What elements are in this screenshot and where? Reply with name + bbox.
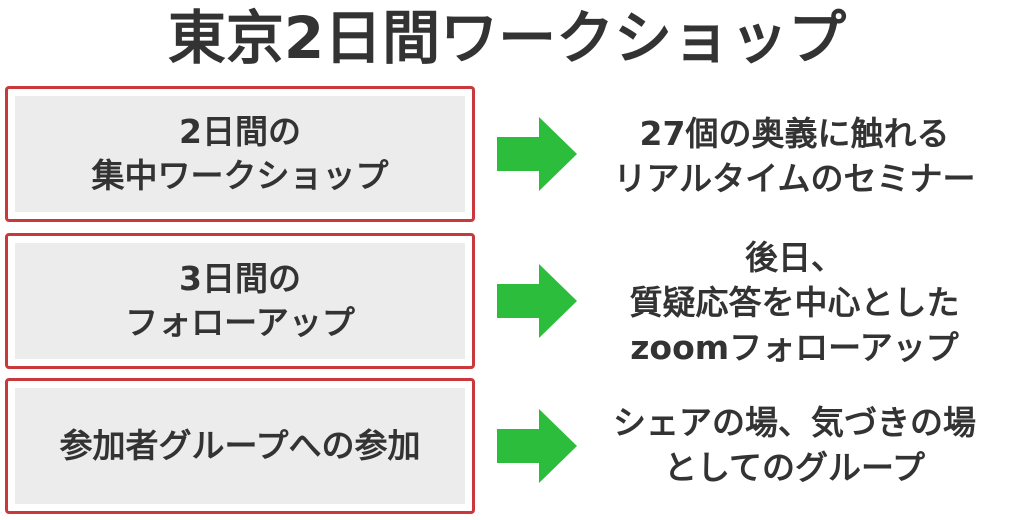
feature-box-fill: 2日間の 集中ワークショップ: [15, 96, 465, 212]
benefit-description: 27個の奥義に触れる リアルタイムのセミナー: [582, 101, 1007, 211]
benefit-text: リアルタイムのセミナー: [613, 159, 976, 198]
feature-label: 集中ワークショップ: [91, 156, 389, 195]
right-arrow-icon: [497, 264, 577, 338]
benefit-description: シェアの場、気づきの場 としてのグループ: [582, 390, 1007, 500]
benefit-text: シェアの場、気づきの場: [613, 403, 976, 442]
benefit-text: 27個の奥義に触れる: [639, 114, 950, 153]
benefit-text: zoomフォローアップ: [630, 327, 959, 367]
feature-label: 2日間の: [179, 112, 301, 151]
benefit-description: 後日、 質疑応答を中心とした zoomフォローアップ: [582, 227, 1007, 377]
workshop-row-3: 参加者グループへの参加 シェアの場、気づきの場 としてのグループ: [0, 378, 1014, 514]
feature-box: 参加者グループへの参加: [5, 378, 475, 514]
benefit-text: 後日、: [745, 237, 844, 277]
feature-box: 3日間の フォローアップ: [5, 233, 475, 369]
feature-label: 参加者グループへの参加: [59, 426, 421, 465]
workshop-row-2: 3日間の フォローアップ 後日、 質疑応答を中心とした zoomフォローアップ: [0, 233, 1014, 369]
workshop-row-1: 2日間の 集中ワークショップ 27個の奥義に触れる リアルタイムのセミナー: [0, 86, 1014, 222]
feature-label: 3日間の: [179, 259, 301, 298]
benefit-text: 質疑応答を中心とした: [629, 282, 960, 322]
benefit-text: としてのグループ: [663, 448, 926, 487]
feature-box-fill: 参加者グループへの参加: [15, 388, 465, 504]
feature-label: フォローアップ: [125, 303, 355, 342]
page-title: 東京2日間ワークショップ: [167, 4, 847, 72]
right-arrow-icon: [497, 409, 577, 483]
feature-box: 2日間の 集中ワークショップ: [5, 86, 475, 222]
right-arrow-icon: [497, 117, 577, 191]
feature-box-fill: 3日間の フォローアップ: [15, 243, 465, 359]
